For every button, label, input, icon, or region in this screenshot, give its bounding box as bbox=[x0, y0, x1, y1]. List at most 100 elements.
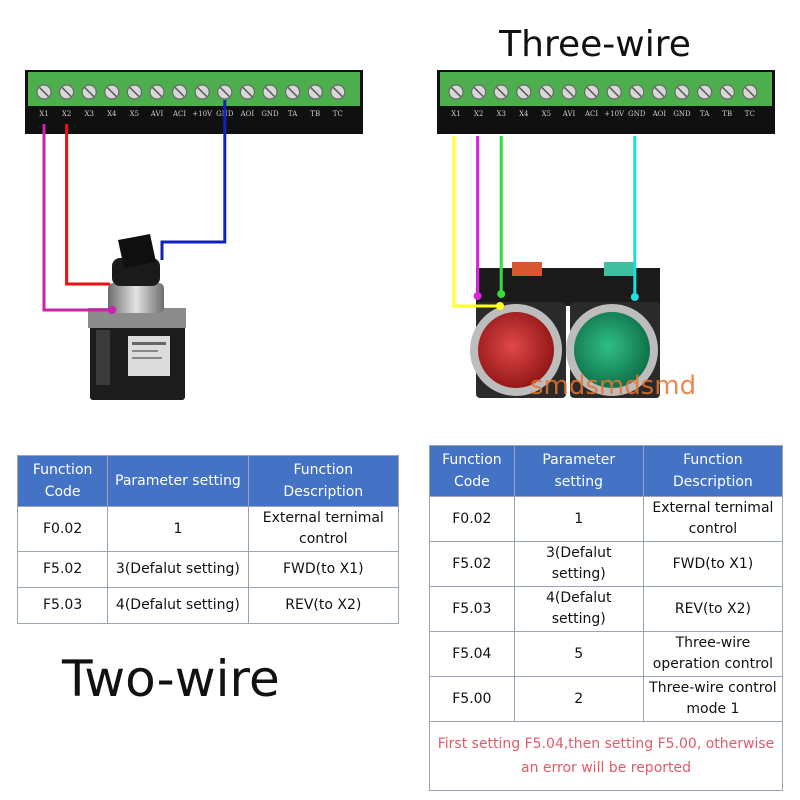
header-function-code: Function Code bbox=[429, 445, 515, 497]
wire-end-dot bbox=[108, 306, 116, 314]
wire bbox=[160, 100, 227, 260]
terminal-label: ACI bbox=[584, 110, 598, 118]
terminal-label: TC bbox=[745, 110, 755, 118]
table-row: F5.03 4(Defalut setting) REV(to X2) bbox=[429, 586, 784, 632]
warning-note: First setting F5.04,then setting F5.00, … bbox=[429, 721, 783, 791]
terminal-screws bbox=[36, 84, 346, 100]
cell-function-description: FWD(to X1) bbox=[642, 541, 784, 587]
screw-slot bbox=[106, 86, 117, 98]
cell-parameter-setting: 3(Defalut setting) bbox=[107, 551, 249, 588]
screw-slot bbox=[151, 86, 163, 98]
terminal-label: X1 bbox=[39, 110, 48, 118]
screw-slot bbox=[541, 86, 552, 98]
screw-slot bbox=[744, 86, 755, 98]
terminal-label: X3 bbox=[496, 110, 505, 118]
terminal-screws bbox=[448, 84, 758, 100]
cell-function-code: F0.02 bbox=[429, 496, 515, 542]
table-row: F5.02 3(Defalut setting) FWD(to X1) bbox=[429, 541, 784, 587]
terminal-label: GND bbox=[628, 110, 646, 118]
table-row: F5.03 4(Defalut setting) REV(to X2) bbox=[16, 587, 400, 624]
screw-slot bbox=[609, 86, 620, 98]
terminal-label: AVI bbox=[562, 110, 576, 118]
cell-parameter-setting: 4(Defalut setting) bbox=[513, 586, 644, 632]
terminal-label: AVI bbox=[150, 110, 164, 118]
cell-parameter-setting: 1 bbox=[513, 496, 644, 542]
terminal-label: TA bbox=[288, 110, 298, 118]
terminal-label: X4 bbox=[519, 110, 529, 118]
header-function-description: Function Description bbox=[642, 445, 784, 497]
header-parameter-setting: Parameter setting bbox=[107, 455, 249, 507]
header-function-code: Function Code bbox=[16, 455, 109, 507]
cell-function-description: FWD(to X1) bbox=[247, 551, 400, 588]
screw-slot bbox=[264, 86, 276, 98]
header-function-description: Function Description bbox=[247, 455, 400, 507]
cell-parameter-setting: 4(Defalut setting) bbox=[107, 587, 249, 624]
cell-function-code: F5.03 bbox=[429, 586, 515, 632]
screw-slot bbox=[174, 86, 185, 98]
terminal-label: AOI bbox=[652, 110, 667, 118]
table-row: F0.02 1 External ternimal control bbox=[16, 506, 400, 552]
wire-end-dot bbox=[497, 290, 506, 298]
three-wire-title: Three-wire bbox=[499, 24, 691, 65]
watermark-text: smdsmdsmd bbox=[530, 371, 696, 401]
terminal-label: X2 bbox=[474, 110, 483, 118]
screw-slot bbox=[242, 86, 253, 98]
cell-function-code: F5.00 bbox=[429, 676, 515, 722]
screw-slot bbox=[197, 86, 208, 98]
push-buttons-icon bbox=[470, 262, 660, 398]
cell-function-description: External ternimal control bbox=[642, 496, 784, 542]
cell-function-code: F5.04 bbox=[429, 631, 515, 677]
terminal-label: X5 bbox=[130, 110, 139, 118]
screw-slot bbox=[84, 86, 95, 98]
screw-slot bbox=[654, 86, 665, 98]
screw-slot bbox=[631, 86, 642, 98]
terminal-label: +10V bbox=[604, 110, 625, 118]
wire-end-dot bbox=[630, 293, 639, 301]
table-header-row: Function Code Parameter setting Function… bbox=[429, 445, 784, 497]
cell-function-description: REV(to X2) bbox=[642, 586, 784, 632]
screw-slot bbox=[699, 86, 710, 98]
screw-slot bbox=[129, 86, 140, 98]
cell-function-code: F5.02 bbox=[16, 551, 109, 588]
screw-slot bbox=[61, 86, 72, 98]
three-wire-parameter-table: Function Code Parameter setting Function… bbox=[429, 445, 784, 791]
terminal-label: X4 bbox=[107, 110, 117, 118]
screw-slot bbox=[450, 86, 462, 98]
cell-function-description: Three-wire operation control bbox=[642, 631, 784, 677]
switch-knob bbox=[118, 234, 156, 268]
screw-slot bbox=[586, 86, 597, 98]
screw-slot bbox=[38, 86, 50, 98]
table-row: F5.00 2 Three-wire control mode 1 bbox=[429, 676, 784, 722]
table-row: F5.04 5 Three-wire operation control bbox=[429, 631, 784, 677]
screw-slot bbox=[563, 86, 575, 98]
three-wire-wires bbox=[452, 136, 639, 310]
screw-slot bbox=[332, 86, 343, 98]
terminal-label: TB bbox=[310, 110, 320, 118]
table-header-row: Function Code Parameter setting Function… bbox=[16, 455, 400, 507]
terminal-label: GND bbox=[261, 110, 279, 118]
screw-slot bbox=[287, 86, 298, 98]
red-stop-button bbox=[478, 312, 554, 388]
wire-end-dot bbox=[473, 292, 482, 300]
cell-parameter-setting: 1 bbox=[107, 506, 249, 552]
screw-slot bbox=[676, 86, 688, 98]
table-row: F0.02 1 External ternimal control bbox=[429, 496, 784, 542]
two-wire-title: Two-wire bbox=[62, 650, 280, 708]
cell-function-description: Three-wire control mode 1 bbox=[642, 676, 784, 722]
terminal-label: X1 bbox=[451, 110, 460, 118]
terminal-label: TC bbox=[333, 110, 343, 118]
terminal-label: TB bbox=[722, 110, 732, 118]
cell-parameter-setting: 2 bbox=[513, 676, 644, 722]
cell-function-code: F5.02 bbox=[429, 541, 515, 587]
cell-function-code: F5.03 bbox=[16, 587, 109, 624]
screw-slot bbox=[310, 86, 321, 98]
screw-slot bbox=[473, 86, 484, 98]
terminal-label: ACI bbox=[172, 110, 186, 118]
terminal-label: +10V bbox=[192, 110, 213, 118]
screw-slot bbox=[496, 86, 507, 98]
terminal-label: X5 bbox=[542, 110, 551, 118]
